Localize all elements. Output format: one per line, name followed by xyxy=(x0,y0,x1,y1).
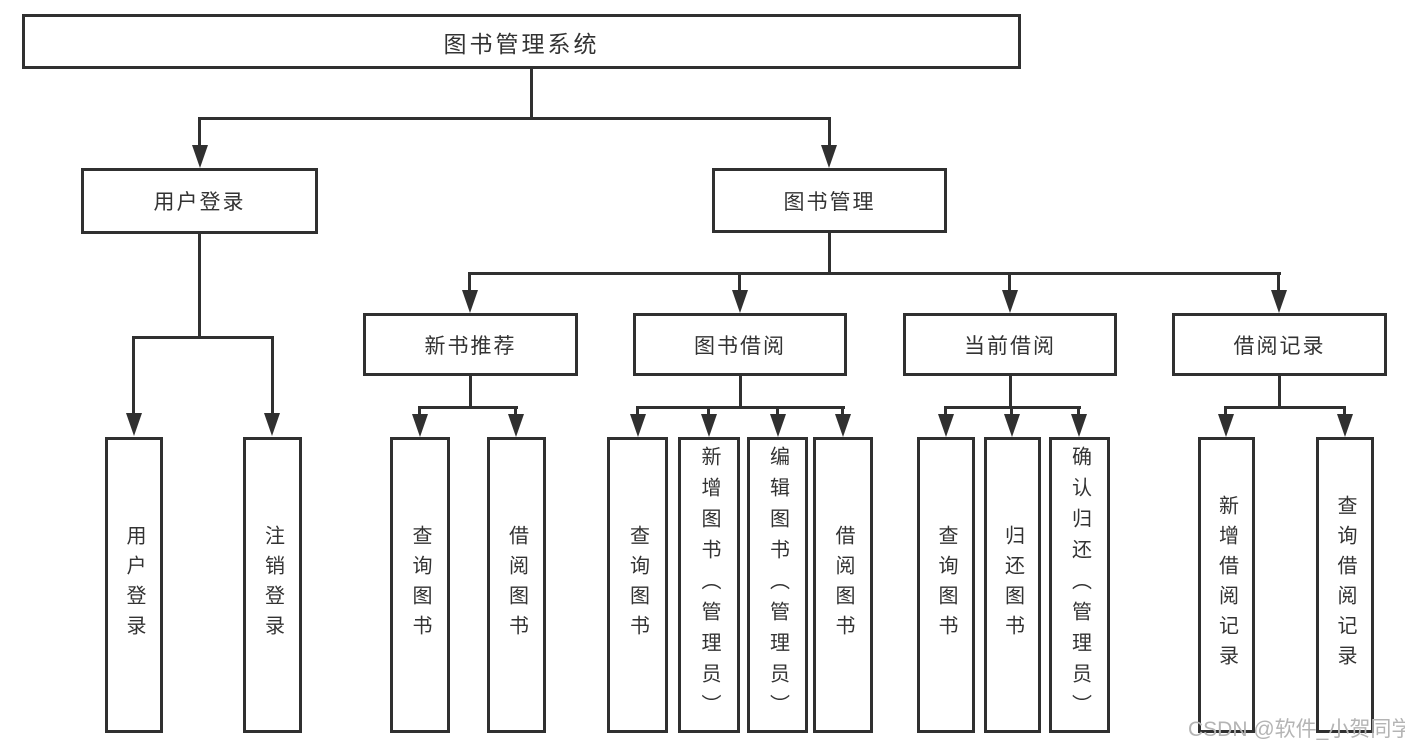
connector-new-book-recommend-drop xyxy=(468,272,471,292)
arrowhead-down-icon xyxy=(835,414,851,437)
arrowhead-down-icon xyxy=(1218,414,1234,437)
connector-current-borrow-drop xyxy=(1008,272,1011,292)
connector-level2-bar xyxy=(198,117,831,120)
connector-leaf-drop xyxy=(1010,406,1013,416)
leaf-query-borrow-record: 查询借阅记录 xyxy=(1316,437,1374,733)
arrowhead-down-icon xyxy=(1004,414,1020,437)
connector-book-management-drop xyxy=(828,117,831,148)
arrowhead-down-icon xyxy=(1337,414,1353,437)
leaf-query-books-b: 查询图书 xyxy=(607,437,668,733)
connector-user-login-stem xyxy=(198,234,201,338)
connector-leaf-drop xyxy=(1224,406,1227,416)
leaf-query-books-c: 查询图书 xyxy=(917,437,975,733)
arrowhead-down-icon xyxy=(264,413,280,436)
arrowhead-down-icon xyxy=(1271,290,1287,313)
leaf-borrow-books-a: 借阅图书 xyxy=(487,437,546,733)
connector-book-borrow-drop xyxy=(738,272,741,292)
connector-new-book-recommend-bar xyxy=(418,406,518,409)
arrowhead-down-icon xyxy=(192,145,208,168)
node-user-login: 用户登录 xyxy=(81,168,318,234)
connector-book-borrow-stem xyxy=(739,376,742,407)
arrowhead-down-icon xyxy=(732,290,748,313)
leaf-borrow-books-b: 借阅图书 xyxy=(813,437,873,733)
connector-new-book-recommend-stem xyxy=(469,376,472,407)
leaf-query-books-a: 查询图书 xyxy=(390,437,450,733)
connector-leaf-drop xyxy=(1077,406,1080,416)
connector-root-stem xyxy=(530,69,533,119)
connector-leaf-drop xyxy=(636,406,639,416)
leaf-add-borrow-record: 新增借阅记录 xyxy=(1198,437,1255,733)
connector-current-borrow-stem xyxy=(1009,376,1012,407)
connector-borrow-records-drop xyxy=(1277,272,1280,292)
connector-level3-bar xyxy=(468,272,1281,275)
arrowhead-down-icon xyxy=(462,290,478,313)
node-book-management: 图书管理 xyxy=(712,168,947,233)
node-book-borrow: 图书借阅 xyxy=(633,313,847,376)
connector-borrow-records-bar xyxy=(1224,406,1346,409)
arrowhead-down-icon xyxy=(701,414,717,437)
connector-user-login-drop xyxy=(198,117,201,148)
arrowhead-down-icon xyxy=(508,414,524,437)
arrowhead-down-icon xyxy=(126,413,142,436)
watermark: CSDN @软件_小贺同学 xyxy=(1188,718,1405,741)
node-new-book-recommend: 新书推荐 xyxy=(363,313,578,376)
leaf-user-login: 用户登录 xyxy=(105,437,163,733)
connector-leaf-drop xyxy=(841,406,844,416)
connector-leaf-drop xyxy=(707,406,710,416)
connector-leaf-drop xyxy=(418,406,421,416)
connector-leaf-logout-drop xyxy=(271,336,274,415)
arrowhead-down-icon xyxy=(1071,414,1087,437)
leaf-edit-books-admin: 编辑图书（管理员） xyxy=(747,437,808,733)
node-root: 图书管理系统 xyxy=(22,14,1021,69)
connector-leaf-drop xyxy=(514,406,517,416)
leaf-add-books-admin: 新增图书（管理员） xyxy=(678,437,740,733)
connector-leaf-drop xyxy=(1343,406,1346,416)
arrowhead-down-icon xyxy=(821,145,837,168)
node-borrow-records: 借阅记录 xyxy=(1172,313,1387,376)
leaf-logout: 注销登录 xyxy=(243,437,302,733)
connector-leaf-drop xyxy=(944,406,947,416)
arrowhead-down-icon xyxy=(1002,290,1018,313)
arrowhead-down-icon xyxy=(630,414,646,437)
connector-leaf-drop xyxy=(776,406,779,416)
node-current-borrow: 当前借阅 xyxy=(903,313,1117,376)
connector-book-management-stem xyxy=(828,233,831,274)
connector-leaf-user-login-drop xyxy=(132,336,135,415)
connector-book-borrow-bar xyxy=(636,406,845,409)
leaf-return-books: 归还图书 xyxy=(984,437,1041,733)
connector-user-login-bar xyxy=(132,336,274,339)
arrowhead-down-icon xyxy=(770,414,786,437)
leaf-confirm-return-admin: 确认归还（管理员） xyxy=(1049,437,1110,733)
arrowhead-down-icon xyxy=(412,414,428,437)
arrowhead-down-icon xyxy=(938,414,954,437)
connector-borrow-records-stem xyxy=(1278,376,1281,407)
